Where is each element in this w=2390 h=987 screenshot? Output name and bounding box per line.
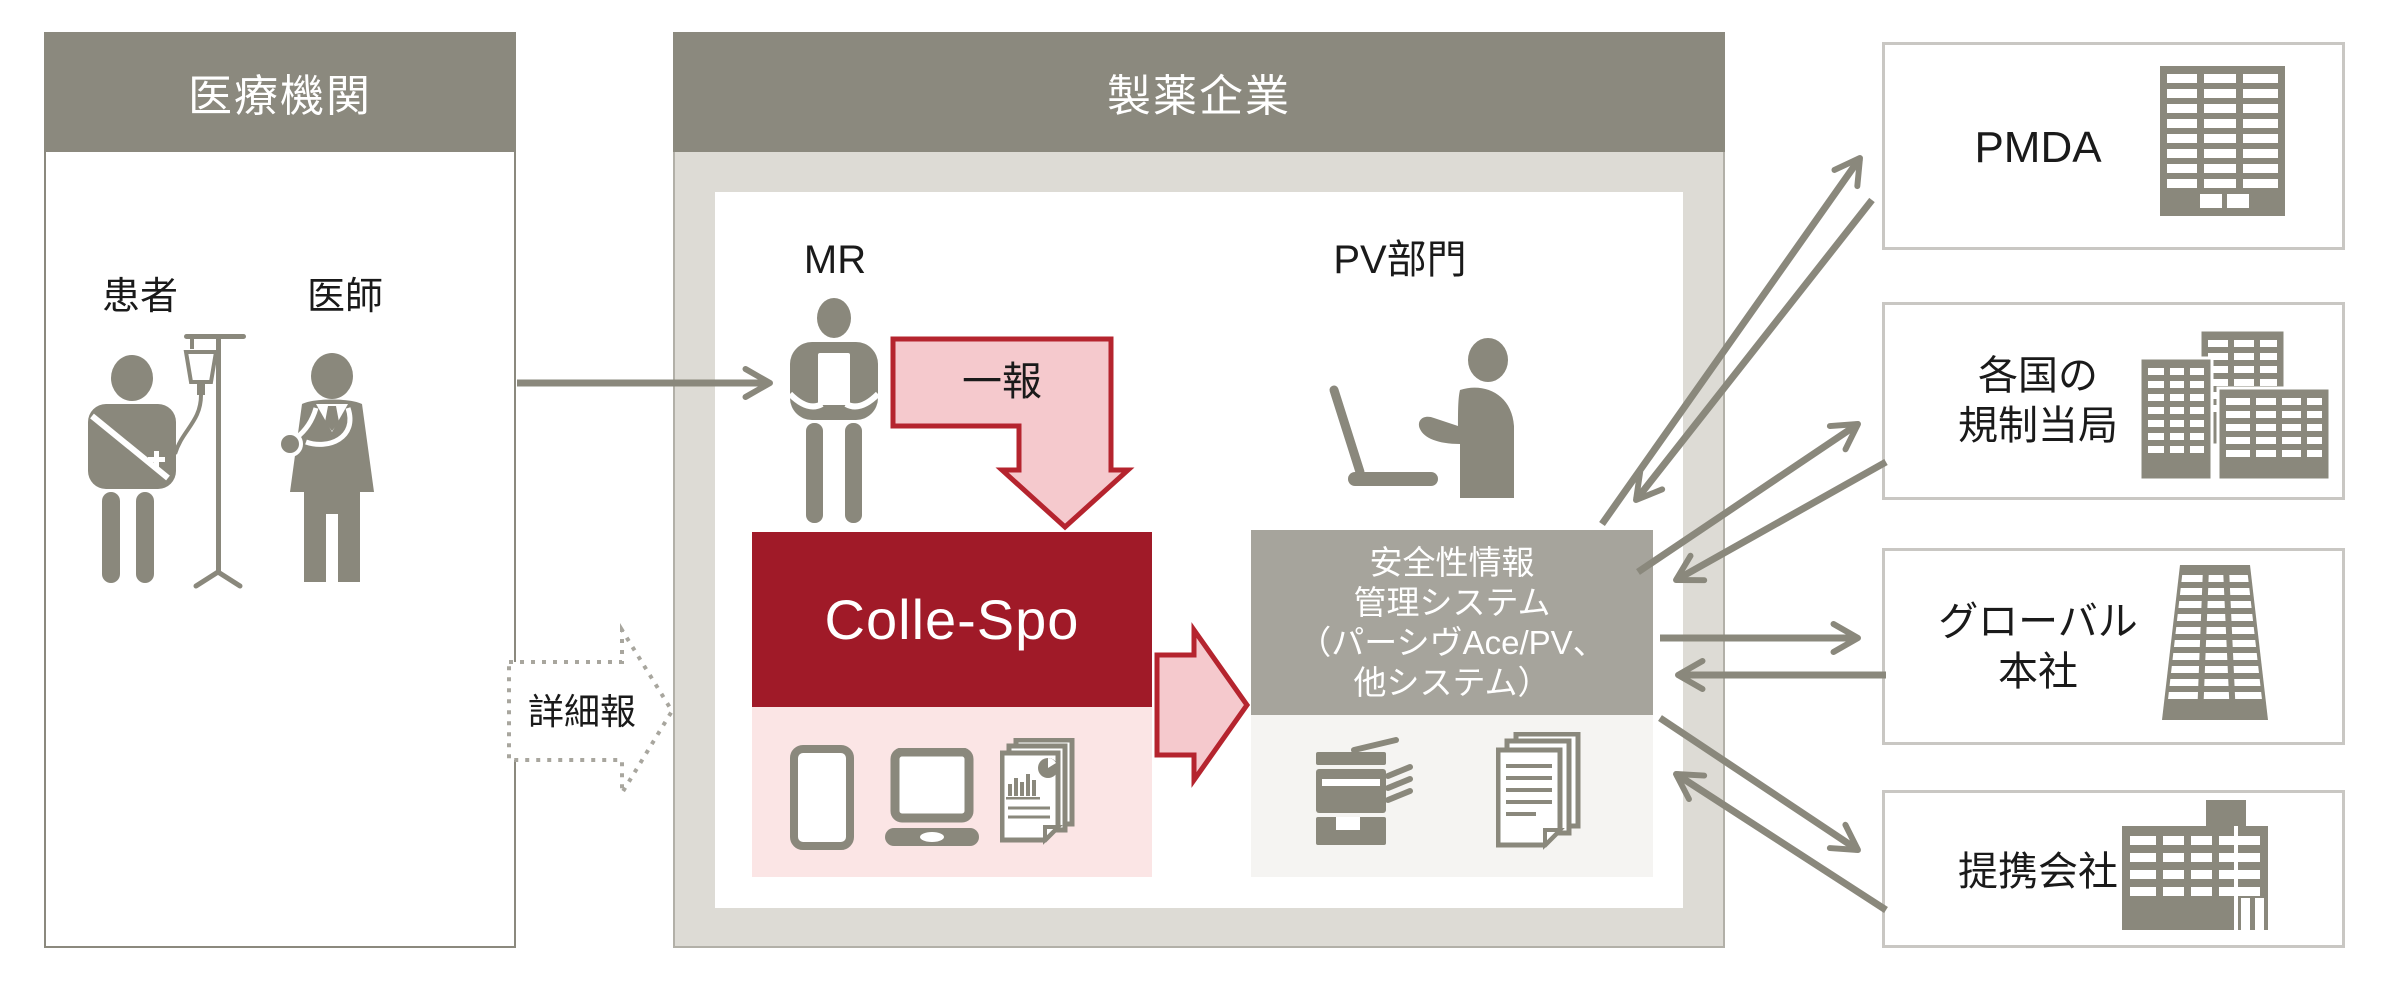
safety-system-box: 安全性情報 管理システム （パーシヴAce/PV、 他システム）: [1251, 530, 1653, 715]
regulators-label: 各国の 規制当局: [1958, 354, 2118, 448]
mr-label: MR: [803, 238, 867, 282]
doctor-label: 医師: [306, 276, 383, 318]
regulators-box: 各国の 規制当局: [1882, 302, 2345, 500]
global-hq-box: グローバル 本社: [1882, 548, 2345, 745]
safety-system-devices-panel: [1251, 715, 1653, 877]
patient-label: 患者: [101, 276, 178, 318]
collespo-label: Colle-Spo: [824, 588, 1080, 651]
medical-institution-title: 医療機関: [188, 72, 372, 121]
medical-institution-header: 医療機関: [44, 32, 516, 152]
partner-company-box: 提携会社: [1882, 790, 2345, 948]
detail-report-label: 詳細報: [527, 691, 636, 732]
first-report-label: 一報: [962, 360, 1042, 404]
pmda-box: PMDA: [1882, 42, 2345, 250]
collespo-box: Colle-Spo: [752, 532, 1152, 707]
pharma-company-title: 製薬企業: [1107, 72, 1291, 121]
pharma-company-header: 製薬企業: [673, 32, 1725, 152]
safety-system-line-4: 他システム）: [1353, 663, 1551, 701]
global-hq-label: グローバル 本社: [1938, 600, 2138, 694]
safety-system-line-1: 安全性情報: [1369, 543, 1535, 581]
pmda-label: PMDA: [1974, 123, 2102, 172]
collespo-devices-panel: [752, 707, 1152, 877]
partner-company-label: 提携会社: [1958, 850, 2118, 894]
pv-department-label: PV部門: [1333, 238, 1467, 282]
safety-system-line-3: （パーシヴAce/PV、: [1298, 623, 1606, 661]
medical-institution-box: [44, 32, 516, 948]
safety-system-line-2: 管理システム: [1353, 583, 1551, 621]
